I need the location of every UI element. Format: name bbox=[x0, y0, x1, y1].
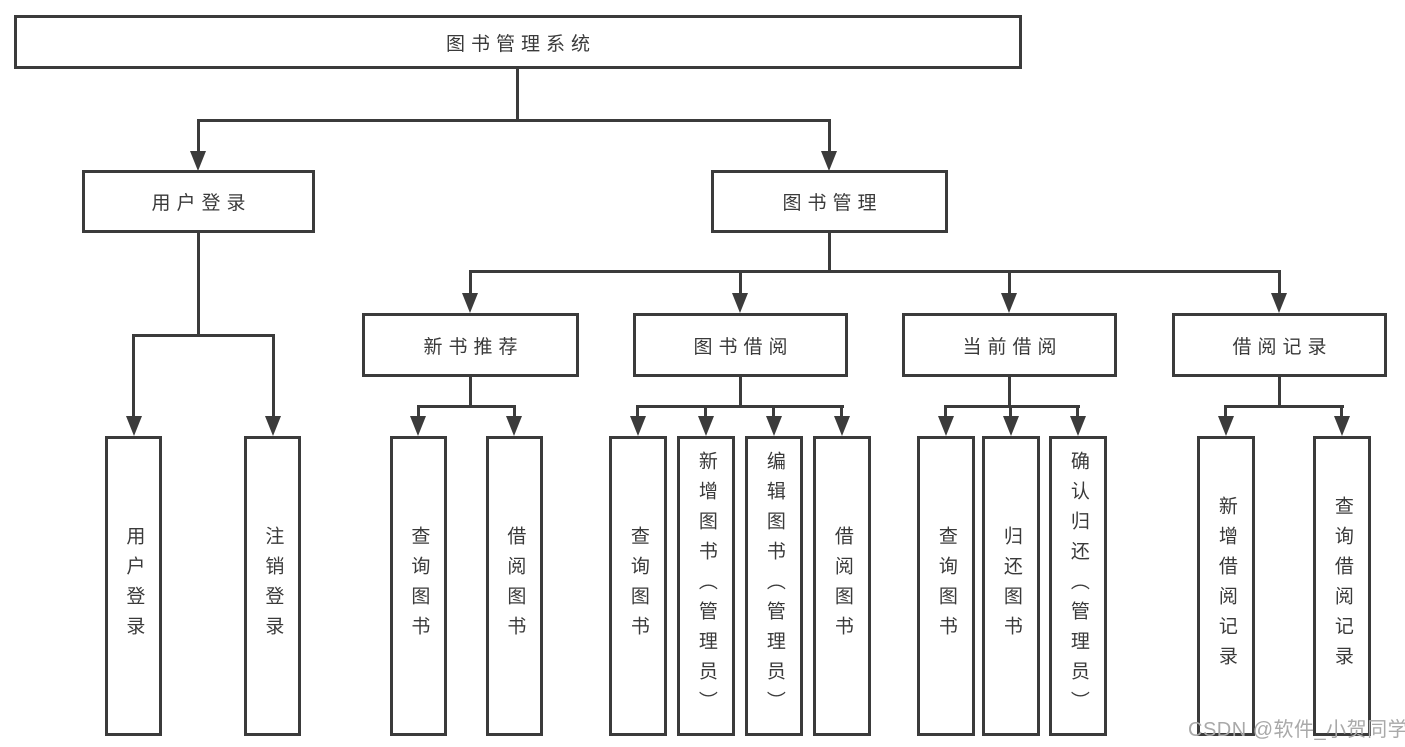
node-user-login: 用户登录 bbox=[82, 170, 315, 233]
connector-records-rail bbox=[1224, 405, 1344, 408]
connector-borrowing-rail bbox=[636, 405, 844, 408]
node-label: 查询图书 bbox=[935, 526, 957, 646]
arrow-down-icon bbox=[126, 416, 142, 436]
node-label: 借阅图书 bbox=[504, 526, 526, 646]
arrow-down-icon bbox=[1070, 416, 1086, 436]
connector-line bbox=[636, 405, 639, 419]
connector-line bbox=[1008, 270, 1011, 295]
connector-root-stem bbox=[516, 68, 519, 121]
node-label: 编辑图书（管理员） bbox=[763, 451, 785, 721]
node-label: 用户登录 bbox=[151, 193, 252, 214]
leaf-add-book-admin: 新增图书（管理员） bbox=[677, 436, 735, 736]
connector-line bbox=[132, 334, 135, 418]
arrow-down-icon bbox=[766, 416, 782, 436]
arrow-down-icon bbox=[834, 416, 850, 436]
arrow-down-icon bbox=[1001, 293, 1017, 313]
arrow-down-icon bbox=[1271, 293, 1287, 313]
connector-line bbox=[272, 334, 275, 418]
connector-line bbox=[704, 405, 707, 419]
connector-user-login-stem bbox=[197, 233, 200, 336]
node-label: 查询借阅记录 bbox=[1331, 496, 1353, 676]
node-label: 查询图书 bbox=[627, 526, 649, 646]
leaf-confirm-return-admin: 确认归还（管理员） bbox=[1049, 436, 1107, 736]
leaf-query-books-current: 查询图书 bbox=[917, 436, 975, 736]
node-new-book-recommend: 新书推荐 bbox=[362, 313, 579, 377]
node-label: 当前借阅 bbox=[962, 336, 1063, 358]
connector-line bbox=[840, 405, 843, 419]
arrow-down-icon bbox=[265, 416, 281, 436]
connector-user-login-rail bbox=[132, 334, 275, 337]
connector-current-stem bbox=[1008, 377, 1011, 408]
connector-line bbox=[417, 405, 420, 419]
node-label: 新增借阅记录 bbox=[1215, 496, 1237, 676]
arrow-down-icon bbox=[506, 416, 522, 436]
node-borrow-records: 借阅记录 bbox=[1172, 313, 1387, 377]
arrow-down-icon bbox=[1334, 416, 1350, 436]
connector-line bbox=[1278, 270, 1281, 295]
node-label: 新增图书（管理员） bbox=[695, 451, 717, 721]
leaf-query-books-borrowing: 查询图书 bbox=[609, 436, 667, 736]
connector-line bbox=[739, 270, 742, 295]
node-label: 借阅记录 bbox=[1232, 336, 1333, 358]
node-label: 图书借阅 bbox=[693, 336, 794, 358]
node-label: 用户登录 bbox=[123, 526, 145, 646]
node-label: 注销登录 bbox=[262, 526, 284, 646]
node-label: 新书推荐 bbox=[423, 336, 524, 358]
node-current-borrowing: 当前借阅 bbox=[902, 313, 1117, 377]
connector-line bbox=[1224, 405, 1227, 419]
leaf-logout-login: 注销登录 bbox=[244, 436, 301, 736]
node-library-management-system: 图书管理系统 bbox=[14, 15, 1022, 69]
arrow-down-icon bbox=[938, 416, 954, 436]
csdn-watermark: CSDN @软件_小贺同学 bbox=[1188, 719, 1405, 741]
arrow-down-icon bbox=[698, 416, 714, 436]
arrow-down-icon bbox=[732, 293, 748, 313]
connector-book-mgmt-stem bbox=[828, 233, 831, 273]
arrow-down-icon bbox=[410, 416, 426, 436]
arrow-down-icon bbox=[1218, 416, 1234, 436]
connector-line bbox=[1009, 405, 1012, 419]
connector-root-rail bbox=[197, 119, 831, 122]
arrow-down-icon bbox=[190, 151, 206, 171]
leaf-borrow-books-borrowing: 借阅图书 bbox=[813, 436, 871, 736]
leaf-query-borrow-record: 查询借阅记录 bbox=[1313, 436, 1371, 736]
connector-line bbox=[828, 119, 831, 153]
arrow-down-icon bbox=[1003, 416, 1019, 436]
connector-line bbox=[513, 405, 516, 419]
connector-records-stem bbox=[1278, 377, 1281, 408]
connector-line bbox=[944, 405, 947, 419]
node-label: 确认归还（管理员） bbox=[1067, 451, 1089, 721]
connector-current-rail bbox=[944, 405, 1080, 408]
node-book-borrowing: 图书借阅 bbox=[633, 313, 848, 377]
node-label: 归还图书 bbox=[1000, 526, 1022, 646]
connector-newbook-rail bbox=[417, 405, 516, 408]
connector-book-mgmt-rail bbox=[469, 270, 1281, 273]
node-label: 查询图书 bbox=[408, 526, 430, 646]
connector-line bbox=[772, 405, 775, 419]
node-label: 图书管理系统 bbox=[445, 33, 596, 55]
leaf-query-books-newbook: 查询图书 bbox=[390, 436, 447, 736]
leaf-return-book: 归还图书 bbox=[982, 436, 1040, 736]
arrow-down-icon bbox=[630, 416, 646, 436]
arrow-down-icon bbox=[821, 151, 837, 171]
connector-line bbox=[469, 270, 472, 295]
leaf-borrow-books-newbook: 借阅图书 bbox=[486, 436, 543, 736]
connector-newbook-stem bbox=[469, 377, 472, 408]
node-book-management: 图书管理 bbox=[711, 170, 948, 233]
leaf-add-borrow-record: 新增借阅记录 bbox=[1197, 436, 1255, 736]
connector-line bbox=[1340, 405, 1343, 419]
leaf-user-login: 用户登录 bbox=[105, 436, 162, 736]
leaf-edit-book-admin: 编辑图书（管理员） bbox=[745, 436, 803, 736]
connector-line bbox=[197, 119, 200, 153]
node-label: 借阅图书 bbox=[831, 526, 853, 646]
arrow-down-icon bbox=[462, 293, 478, 313]
node-label: 图书管理 bbox=[782, 193, 883, 214]
connector-borrowing-stem bbox=[739, 377, 742, 408]
connector-line bbox=[1076, 405, 1079, 419]
